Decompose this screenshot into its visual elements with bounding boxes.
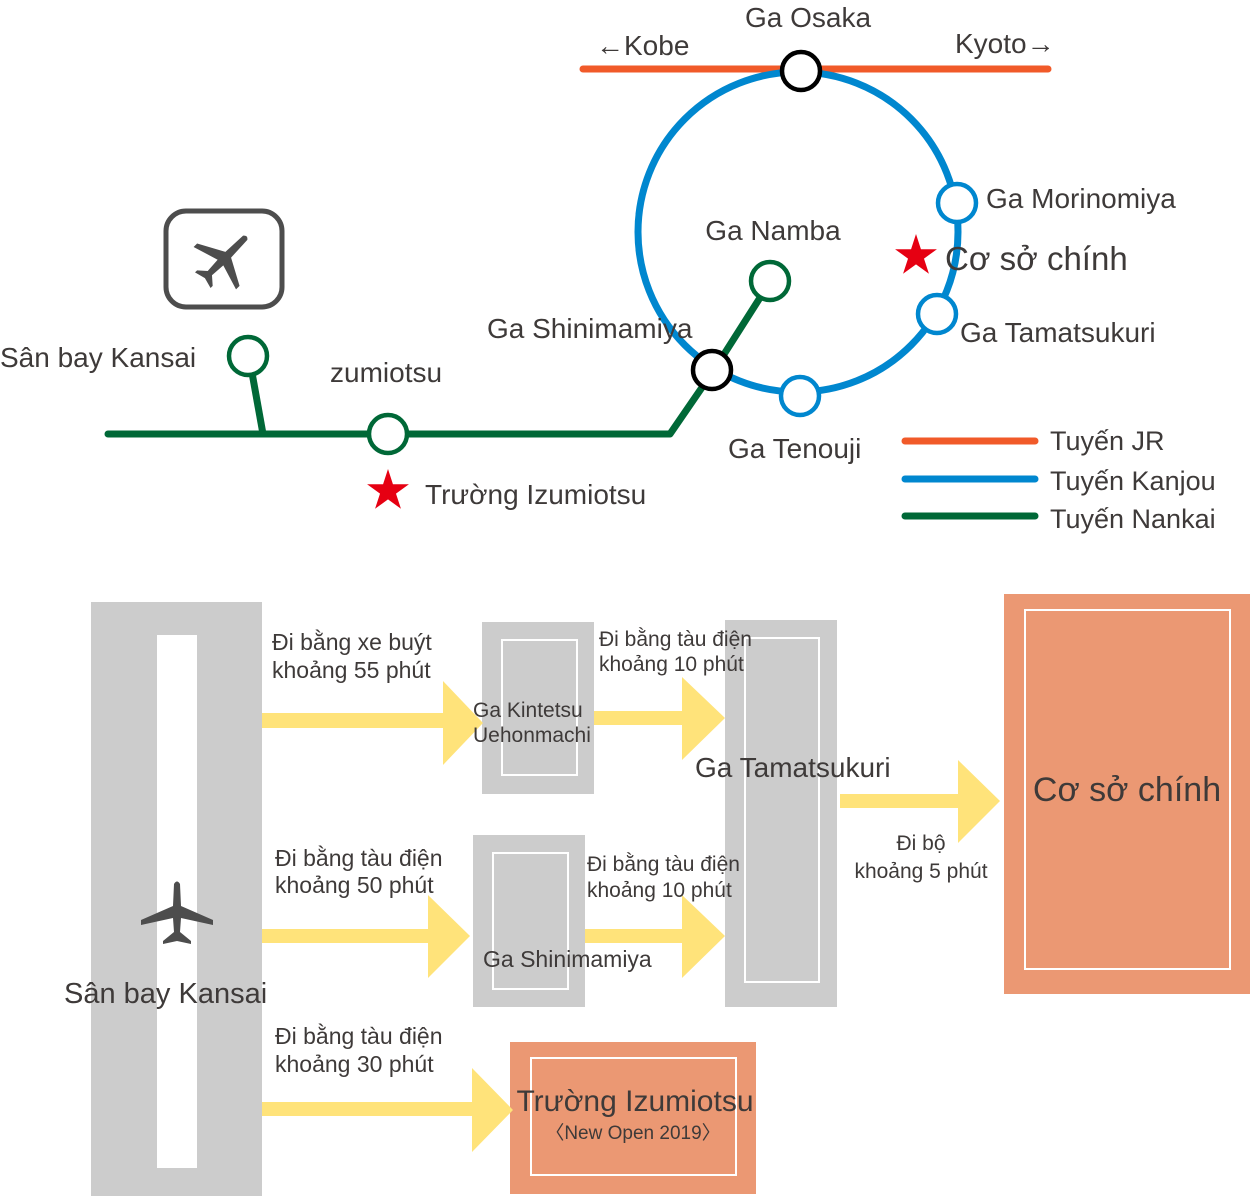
station-namba[interactable] bbox=[748, 259, 792, 303]
legend-label-nankai: Tuyến Nankai bbox=[1050, 504, 1216, 534]
station-morinomiya[interactable] bbox=[935, 181, 979, 225]
label-tenouji: Ga Tenouji bbox=[728, 433, 861, 464]
route-kintetsu-line1: Đi bằng tàu điện bbox=[599, 628, 752, 651]
label-namba: Ga Namba bbox=[705, 215, 841, 246]
arrow-shinimamiya-to-tamatsukuri bbox=[585, 895, 725, 978]
shinimamiya-block[interactable] bbox=[473, 835, 585, 1007]
legend: Tuyến JR Tuyến Kanjou Tuyến Nankai bbox=[901, 426, 1216, 534]
route-walk-line1: Đi bộ bbox=[896, 832, 945, 855]
node-kintetsu-line2: Uehonmachi bbox=[473, 724, 591, 747]
label-main-campus: Cơ sở chính bbox=[945, 240, 1128, 277]
label-kobe: ←Kobe bbox=[596, 30, 689, 61]
station-tenouji[interactable] bbox=[778, 374, 822, 418]
label-osaka: Ga Osaka bbox=[745, 2, 871, 33]
label-morinomiya: Ga Morinomiya bbox=[986, 183, 1176, 214]
kintetsu-block[interactable] bbox=[482, 622, 594, 794]
airport-block[interactable] bbox=[91, 602, 262, 1196]
station-izumiotsu[interactable] bbox=[366, 412, 410, 456]
label-izumiotsu-school: Trường Izumiotsu bbox=[425, 479, 646, 510]
arrow-train50 bbox=[262, 895, 470, 978]
arrow-train30 bbox=[262, 1068, 513, 1152]
legend-label-kanjou: Tuyến Kanjou bbox=[1050, 466, 1216, 496]
station-tamatsukuri[interactable] bbox=[915, 292, 959, 336]
node-izumiotsu-line1: Trường Izumiotsu bbox=[516, 1085, 753, 1118]
node-shinimamiya: Ga Shinimamiya bbox=[483, 946, 652, 972]
star-icon bbox=[367, 469, 409, 509]
route-walk-line2: khoảng 5 phút bbox=[854, 860, 987, 883]
node-izumiotsu-line2: 〈New Open 2019〉 bbox=[545, 1122, 720, 1144]
arrow-walk bbox=[840, 760, 1000, 843]
label-shinimamiya: Ga Shinimamiya bbox=[487, 313, 693, 344]
route-train50-line2: khoảng 50 phút bbox=[275, 872, 434, 898]
station-kansai-airport[interactable] bbox=[226, 334, 270, 378]
izumiotsu-block[interactable] bbox=[510, 1042, 756, 1194]
node-kintetsu-line1: Ga Kintetsu bbox=[473, 699, 583, 722]
arrow-kintetsu-to-tamatsukuri bbox=[594, 677, 725, 760]
airport-icon-box bbox=[163, 208, 285, 310]
route-bus-line1: Đi bằng xe buýt bbox=[272, 629, 432, 655]
airplane-icon bbox=[193, 235, 248, 290]
station-shinimamiya[interactable] bbox=[690, 348, 734, 392]
route-kintetsu-line2: khoảng 10 phút bbox=[599, 653, 744, 676]
label-kyoto: Kyoto→ bbox=[955, 28, 1055, 59]
main-campus-block[interactable] bbox=[1004, 594, 1250, 994]
route-train30-line1: Đi bằng tàu điện bbox=[275, 1023, 443, 1049]
airport-label: Sân bay Kansai bbox=[64, 978, 267, 1010]
label-tamatsukuri: Ga Tamatsukuri bbox=[960, 317, 1156, 348]
legend-label-jr: Tuyến JR bbox=[1050, 426, 1165, 456]
route-train50-line1: Đi bằng tàu điện bbox=[275, 845, 443, 871]
star-icon bbox=[895, 234, 937, 274]
node-tamatsukuri: Ga Tamatsukuri bbox=[695, 752, 891, 783]
route-shinimamiya-line2: khoảng 10 phút bbox=[587, 879, 732, 902]
route-train30-line2: khoảng 30 phút bbox=[275, 1051, 434, 1077]
arrow-bus bbox=[262, 681, 483, 765]
node-main-campus: Cơ sở chính bbox=[1033, 771, 1221, 809]
station-osaka[interactable] bbox=[779, 49, 823, 93]
label-izumiotsu: zumiotsu bbox=[330, 357, 442, 388]
route-shinimamiya-line1: Đi bằng tàu điện bbox=[587, 853, 740, 876]
label-kansai-airport: Sân bay Kansai bbox=[0, 342, 196, 373]
airplane-icon bbox=[141, 881, 213, 944]
route-bus-line2: khoảng 55 phút bbox=[272, 657, 431, 683]
route-map: Ga Osaka ←Kobe Kyoto→ Ga Morinomiya Cơ s… bbox=[0, 2, 1216, 534]
tamatsukuri-block[interactable] bbox=[725, 620, 837, 1007]
